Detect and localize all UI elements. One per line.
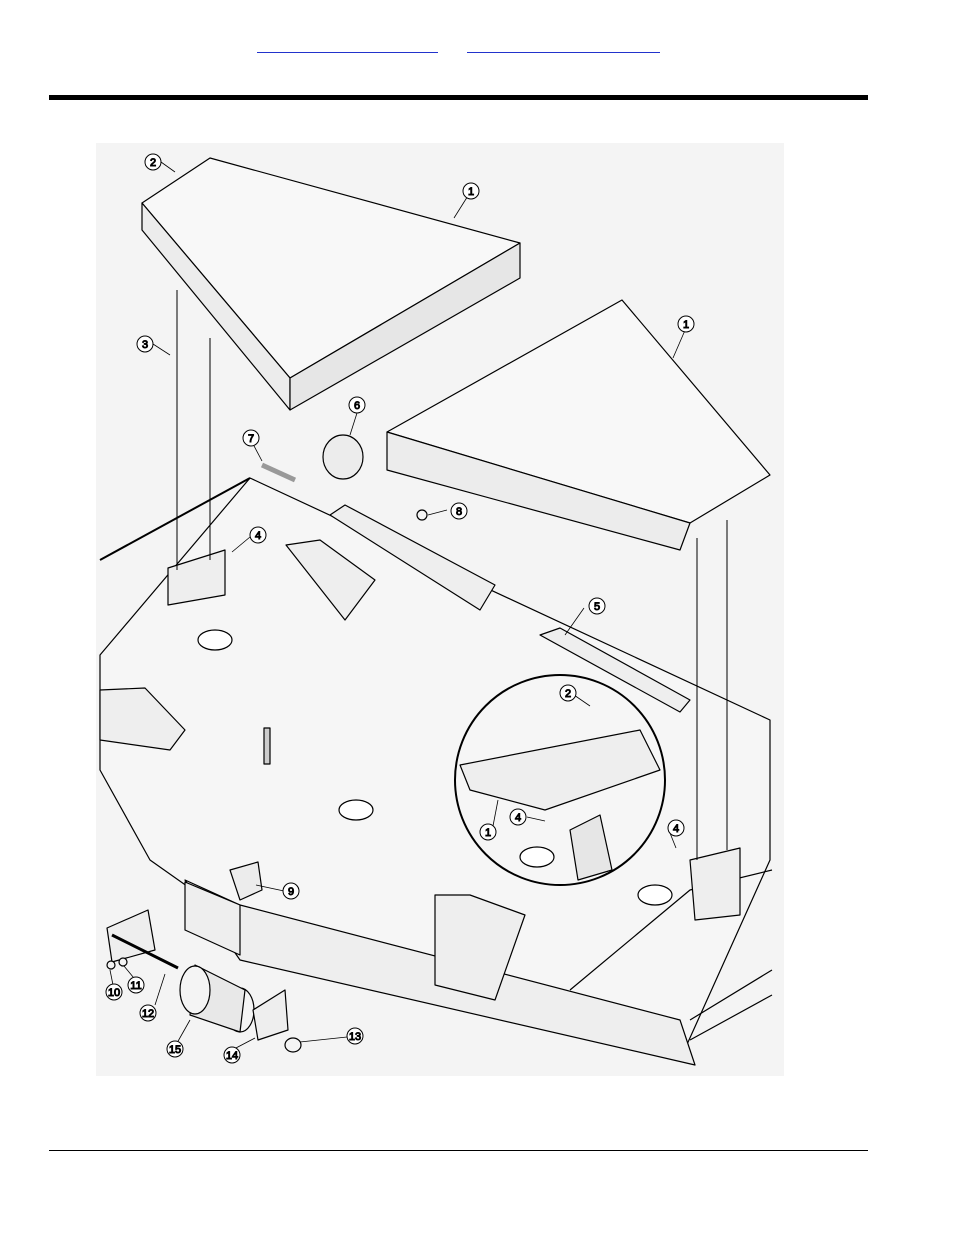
svg-text:3: 3 <box>142 339 148 351</box>
callout-4b: 4 <box>510 809 526 825</box>
part-11 <box>119 958 127 966</box>
svg-text:11: 11 <box>130 980 141 992</box>
svg-text:4: 4 <box>673 823 679 835</box>
svg-text:9: 9 <box>288 886 294 898</box>
top-rule <box>49 95 868 100</box>
svg-text:10: 10 <box>108 987 120 999</box>
callout-3: 3 <box>137 336 153 352</box>
callout-12: 12 <box>140 1005 156 1021</box>
callout-9: 9 <box>283 883 299 899</box>
callout-14: 14 <box>224 1047 240 1063</box>
deck-hole <box>198 630 232 650</box>
svg-text:6: 6 <box>354 400 360 412</box>
callout-4c: 4 <box>668 820 684 836</box>
bottom-rule <box>49 1150 868 1151</box>
part-10 <box>107 961 115 969</box>
part-6 <box>323 435 363 479</box>
callout-1c: 1 <box>480 824 496 840</box>
callout-8: 8 <box>451 503 467 519</box>
callout-2b: 2 <box>560 685 576 701</box>
detail-hole <box>520 847 554 867</box>
header-link-right[interactable] <box>467 38 660 53</box>
svg-text:2: 2 <box>150 157 156 169</box>
header-link-left[interactable] <box>257 38 438 53</box>
callout-2a: 2 <box>145 154 161 170</box>
part-13 <box>285 1038 301 1052</box>
bracket-14 <box>253 990 288 1040</box>
callout-6: 6 <box>349 397 365 413</box>
part-8 <box>417 510 427 520</box>
deck-hole <box>638 885 672 905</box>
stud <box>264 728 270 764</box>
svg-text:7: 7 <box>248 433 254 445</box>
svg-text:13: 13 <box>349 1031 361 1043</box>
svg-text:1: 1 <box>468 186 474 198</box>
callout-11: 11 <box>128 977 144 993</box>
svg-text:12: 12 <box>142 1008 154 1020</box>
callout-7: 7 <box>243 430 259 446</box>
parts-diagram: 1 1 1 2 2 3 4 4 4 5 6 7 8 9 10 11 12 13 … <box>96 143 784 1076</box>
svg-text:14: 14 <box>226 1050 238 1062</box>
callout-5: 5 <box>589 598 605 614</box>
callout-15: 15 <box>167 1041 183 1057</box>
svg-text:1: 1 <box>485 827 491 839</box>
header-links <box>0 38 954 58</box>
svg-text:4: 4 <box>515 812 521 824</box>
callout-4a: 4 <box>250 527 266 543</box>
callout-1b: 1 <box>678 316 694 332</box>
callout-10: 10 <box>106 984 122 1000</box>
bolt-7 <box>262 465 295 480</box>
roller-15-front <box>180 966 210 1014</box>
svg-text:2: 2 <box>565 688 571 700</box>
callout-13: 13 <box>347 1028 363 1044</box>
svg-text:5: 5 <box>594 601 600 613</box>
svg-text:15: 15 <box>169 1044 181 1056</box>
svg-text:4: 4 <box>255 530 261 542</box>
parts-diagram-svg: 1 1 1 2 2 3 4 4 4 5 6 7 8 9 10 11 12 13 … <box>96 143 784 1076</box>
callout-1a: 1 <box>463 183 479 199</box>
svg-text:8: 8 <box>456 506 462 518</box>
deck-hole <box>339 800 373 820</box>
svg-text:1: 1 <box>683 319 689 331</box>
